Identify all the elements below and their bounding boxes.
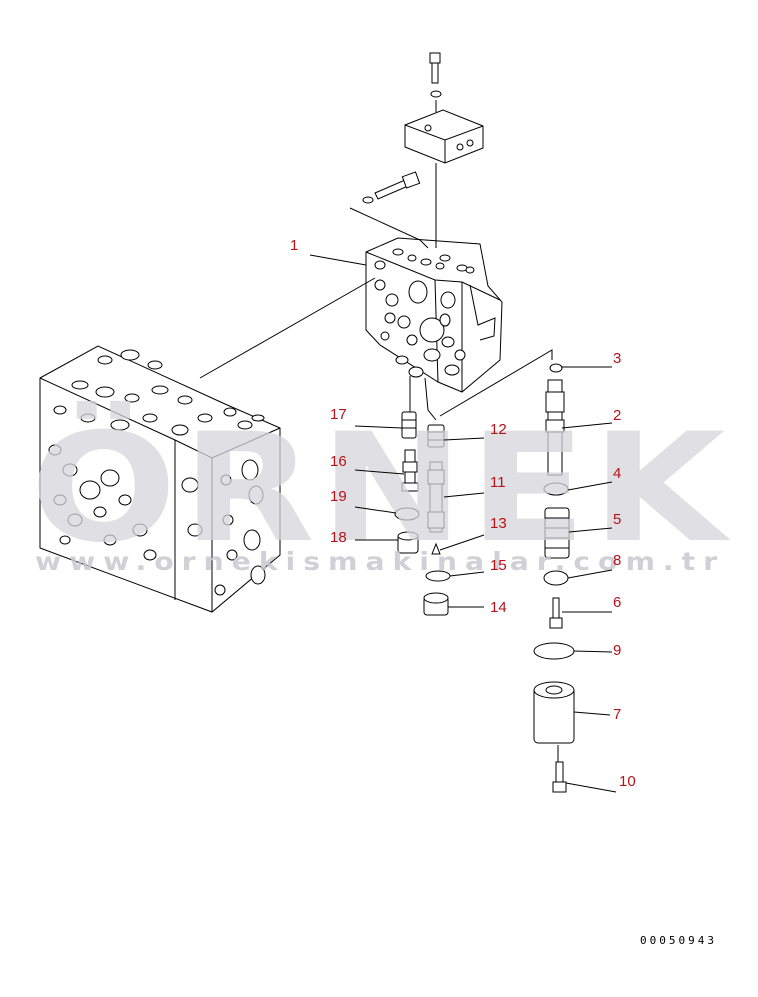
part-5-spring xyxy=(544,507,570,559)
part-14-plug xyxy=(423,592,449,616)
callout-10: 10 xyxy=(619,773,636,790)
part-16-valve xyxy=(401,449,419,492)
top-cover-plate xyxy=(404,109,484,164)
callout-16: 16 xyxy=(330,453,347,470)
part-2-spool xyxy=(545,379,565,476)
callout-11: 11 xyxy=(490,474,506,491)
main-valve-block xyxy=(39,345,281,613)
callout-3: 3 xyxy=(613,350,621,367)
assembly-leader-line xyxy=(199,277,376,379)
callout-1: 1 xyxy=(290,237,298,254)
callout-4: 4 xyxy=(613,465,621,482)
part-3-cap xyxy=(549,363,563,373)
part-4-retainer xyxy=(543,482,569,496)
part-19-o-ring xyxy=(394,507,420,521)
callout-14: 14 xyxy=(490,599,507,616)
section-valve-body xyxy=(365,237,503,393)
part-6-bolt xyxy=(549,597,563,629)
callout-18: 18 xyxy=(330,529,347,546)
document-number: 00050943 xyxy=(640,934,717,947)
callout-8: 8 xyxy=(613,552,621,569)
callout-5: 5 xyxy=(613,511,621,528)
callout-12: 12 xyxy=(490,421,507,438)
callout-17: 17 xyxy=(330,406,347,423)
part-13-poppet xyxy=(431,542,441,555)
part-12-spring xyxy=(427,424,445,448)
callout-2: 2 xyxy=(613,407,621,424)
side-bolt xyxy=(349,171,429,249)
callout-15: 15 xyxy=(490,557,507,574)
callout-leader-lines xyxy=(309,254,617,793)
part-10-bolt xyxy=(552,761,567,793)
callout-19: 19 xyxy=(330,488,347,505)
watermark-brand: ÖRNEK xyxy=(30,400,731,576)
part-18-plug xyxy=(397,531,419,554)
part-9-o-ring xyxy=(533,642,575,660)
watermark-url: www.ornekismakinalar.com.tr xyxy=(35,547,725,576)
callout-7: 7 xyxy=(613,706,621,723)
center-axis-line xyxy=(424,377,437,421)
part-17-spring xyxy=(401,411,417,439)
callout-9: 9 xyxy=(613,642,621,659)
part-11-spool xyxy=(427,461,445,533)
callouts: 1 2 3 4 5 6 7 8 9 10 11 12 13 14 15 16 1… xyxy=(290,237,636,790)
top-bolt xyxy=(429,52,442,248)
callout-13: 13 xyxy=(490,515,507,532)
part-7-cap-cover xyxy=(533,681,575,744)
watermark: ÖRNEK www.ornekismakinalar.com.tr xyxy=(30,400,731,576)
right-axis-line xyxy=(439,349,553,417)
callout-6: 6 xyxy=(613,594,621,611)
